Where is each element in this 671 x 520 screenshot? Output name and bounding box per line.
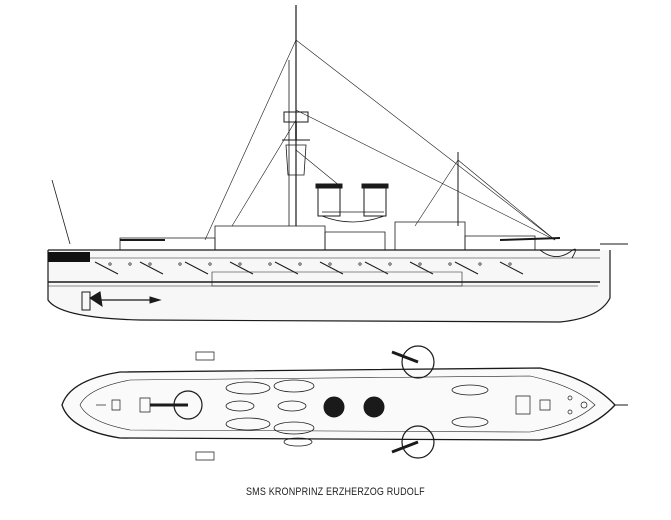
turret-forward [402,346,434,378]
drawing-caption: SMS KRONPRINZ ERZHERZOG RUDOLF [245,486,425,498]
superstructure [215,226,325,250]
funnel-aft [364,186,386,216]
funnel-top-aft [364,397,384,417]
funnel-fore [318,186,340,216]
net-booms [95,262,523,274]
deck-plan-view [62,346,628,460]
bow-ornament [48,252,90,262]
portholes [109,263,511,265]
funnel-top-fore [324,397,344,417]
boats [226,380,488,446]
armour-belt [212,272,462,286]
side-elevation-view [48,5,628,322]
turret-aft [402,426,434,458]
deck-fittings [96,352,587,460]
foremast [282,5,310,226]
rigging [205,40,555,240]
rudder-propeller [82,292,160,310]
